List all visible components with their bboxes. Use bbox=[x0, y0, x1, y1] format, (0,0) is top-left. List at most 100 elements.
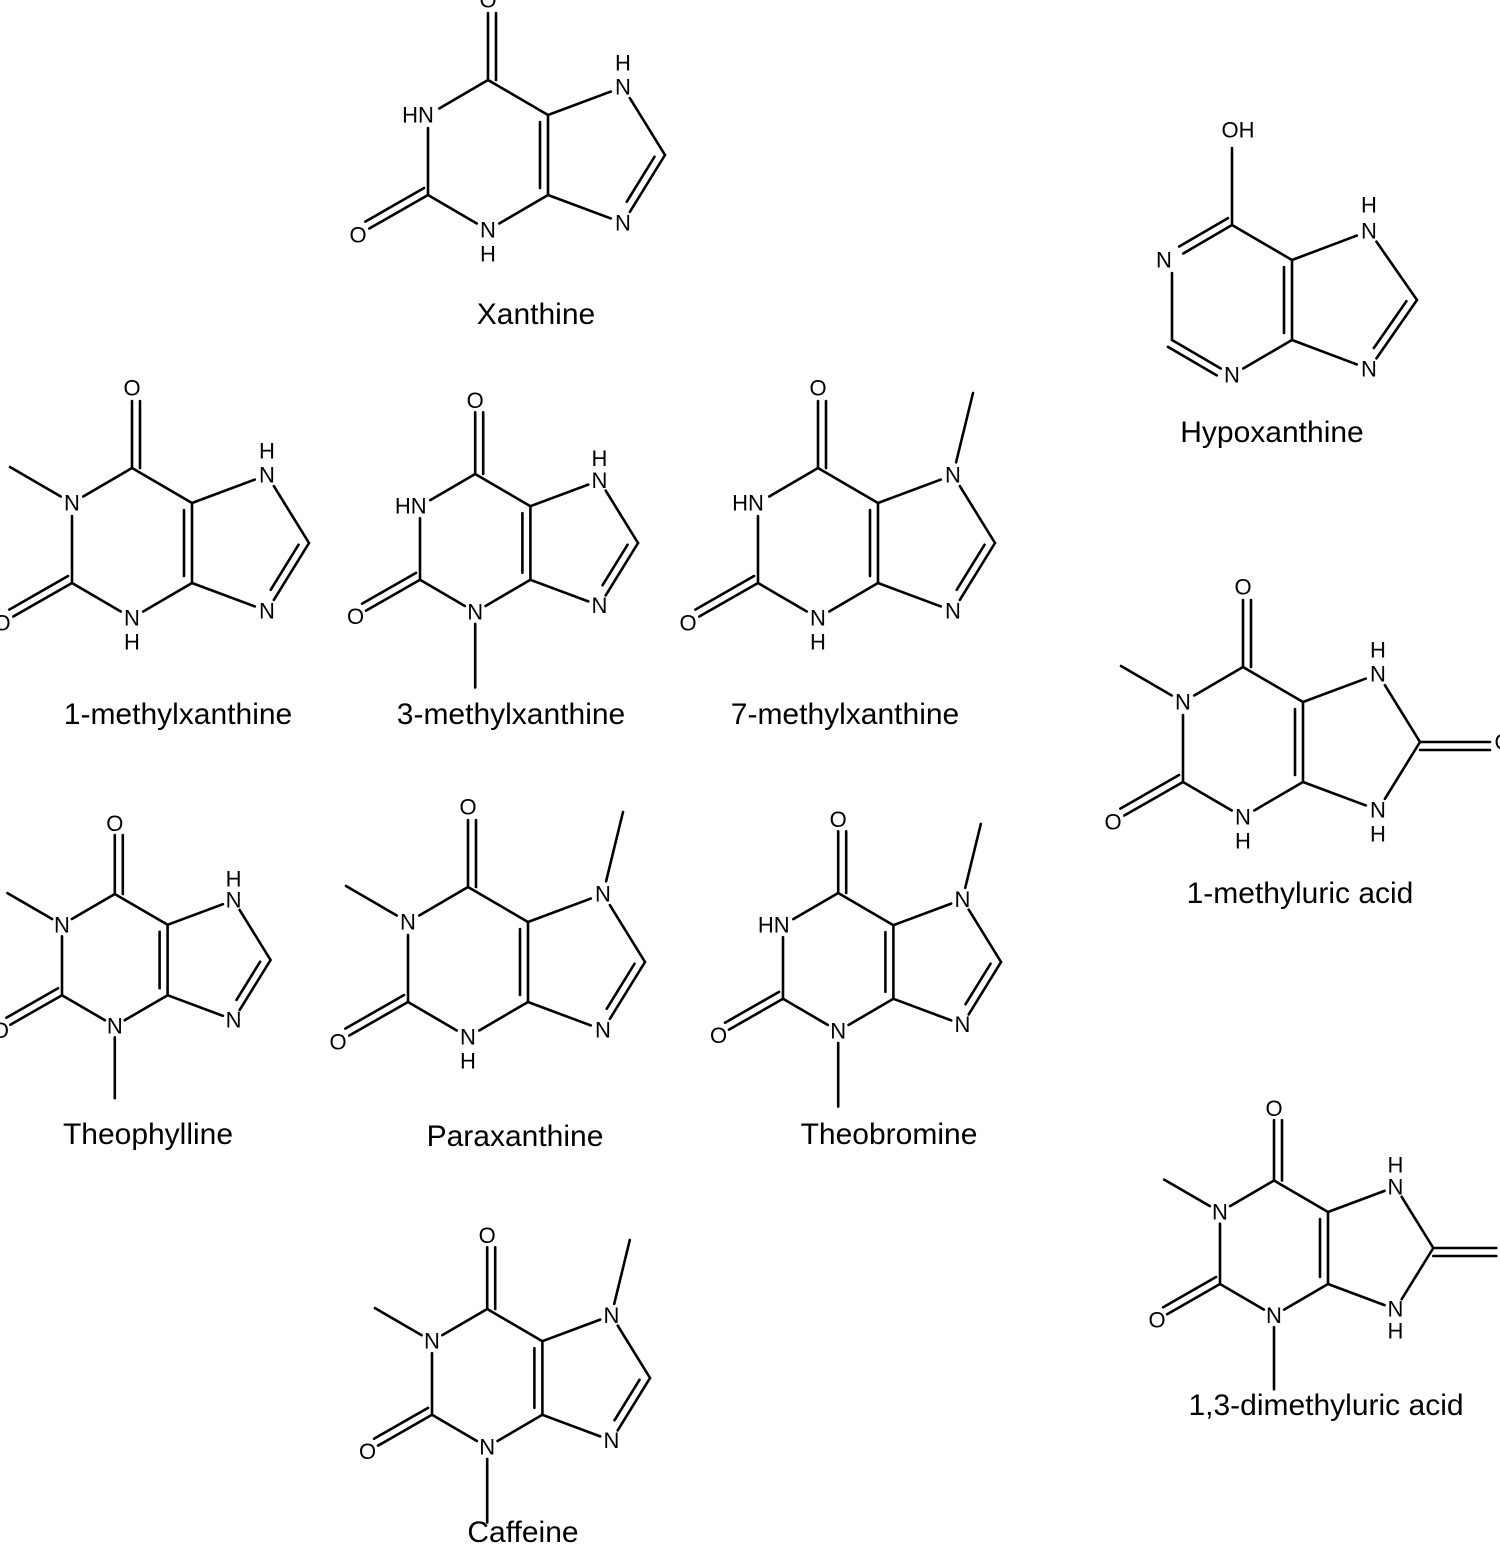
bond-c5-n7 bbox=[876, 478, 943, 505]
bond-c8-n9 bbox=[1400, 1246, 1435, 1301]
bond-n7-c8 bbox=[604, 489, 640, 545]
o2-label: O bbox=[679, 611, 696, 636]
n1-label: HN bbox=[395, 494, 427, 519]
bond-c2-n3 bbox=[430, 1413, 479, 1443]
bond-n3-c4 bbox=[496, 1413, 544, 1443]
bond-c2-n3 bbox=[756, 581, 809, 613]
n3-label: N bbox=[460, 1025, 476, 1050]
o6-label: O bbox=[1265, 1096, 1282, 1121]
bond-n3-c4 bbox=[123, 993, 169, 1022]
n1-label: N bbox=[1212, 1200, 1228, 1225]
o6-label: O bbox=[830, 807, 847, 832]
bond-c5-c6 bbox=[836, 891, 895, 927]
bond-c8-n9 bbox=[958, 541, 997, 602]
bond-c2-o2-second bbox=[723, 990, 781, 1025]
bond-c5-n7 bbox=[892, 902, 953, 927]
bond-c2-o2-second bbox=[344, 993, 406, 1030]
n7-label: N bbox=[226, 888, 242, 913]
bond-c5-n7 bbox=[166, 902, 225, 927]
n7-label: N bbox=[954, 887, 970, 912]
bond-c2-o2 bbox=[1165, 1282, 1222, 1316]
n7-h-label: H bbox=[1370, 638, 1386, 663]
bond-n9-c4 bbox=[1301, 780, 1368, 807]
bond-c2-n3 bbox=[1218, 1282, 1266, 1311]
n7-h-label: H bbox=[1388, 1153, 1404, 1178]
bond-c2-o2 bbox=[727, 997, 785, 1031]
bond-n1-methyl bbox=[6, 891, 54, 921]
bond-c5-n7 bbox=[190, 478, 257, 505]
label-hypoxanthine: Hypoxanthine bbox=[1180, 416, 1363, 449]
bond-c6-n1 bbox=[792, 891, 840, 921]
bond-c2-o2-second bbox=[360, 571, 418, 606]
o6-label: O bbox=[459, 795, 476, 820]
bond-c5-c6 bbox=[485, 1307, 544, 1343]
n3-h-label: H bbox=[1235, 829, 1251, 854]
n3-label: N bbox=[124, 606, 140, 631]
bond-c8-n9 bbox=[967, 960, 1003, 1016]
o6-label: O bbox=[809, 376, 826, 401]
n7-label: N bbox=[615, 75, 631, 100]
bond-n9-c4 bbox=[1326, 1282, 1386, 1307]
bond-c2-n3 bbox=[406, 1000, 459, 1032]
bond-c6-n1 bbox=[429, 472, 477, 502]
bond-c6-n1 bbox=[1228, 1179, 1276, 1208]
n7-h-label: H bbox=[259, 439, 275, 464]
bond-n7-c8 bbox=[967, 908, 1003, 964]
label-theophylline: Theophylline bbox=[63, 1118, 233, 1151]
bond-n3-c4 bbox=[847, 997, 895, 1027]
bond-c5-n7 bbox=[1290, 234, 1359, 262]
bond-c2-n3 bbox=[70, 581, 123, 613]
bond-c5-c6 bbox=[473, 472, 532, 508]
bond-c2-n3 bbox=[426, 193, 479, 225]
bond-c8-n9-second bbox=[605, 962, 636, 1011]
bond-c5-n7 bbox=[526, 897, 593, 924]
bond-n7-methyl bbox=[963, 822, 983, 890]
bond-n9-c4 bbox=[892, 997, 953, 1022]
n3-h-label: H bbox=[460, 1049, 476, 1074]
bond-c5-c6 bbox=[486, 78, 550, 117]
n7-label: N bbox=[1361, 219, 1377, 244]
o2-label: O bbox=[329, 1030, 346, 1055]
molecule-1-3-dimethyluric-acid: OOONNNHNH bbox=[1148, 1096, 1500, 1391]
bond-c8-n9 bbox=[628, 153, 667, 214]
o2-label: O bbox=[1104, 810, 1121, 835]
bond-n3-c4 bbox=[827, 581, 880, 613]
bond-c5-c6 bbox=[466, 885, 530, 924]
o2-label: O bbox=[0, 1018, 9, 1043]
o6-label: O bbox=[123, 376, 140, 401]
n3-label: N bbox=[1235, 805, 1251, 830]
bond-c5-c6 bbox=[1272, 1179, 1330, 1214]
bond-c2-o2-second bbox=[8, 574, 70, 611]
bond-c6-n1-second bbox=[1177, 216, 1230, 248]
label-theobromine: Theobromine bbox=[801, 1118, 978, 1151]
label-1-methylxanthine: 1-methylxanthine bbox=[64, 698, 292, 731]
n9-label: N bbox=[1361, 357, 1377, 382]
n7-h-label: H bbox=[615, 51, 631, 76]
bond-c5-c6 bbox=[130, 466, 194, 505]
bond-c2-o2 bbox=[11, 581, 74, 618]
bond-c2-o2-second bbox=[372, 1406, 430, 1441]
bond-n3-c4 bbox=[1252, 780, 1305, 812]
bond-c5-c6 bbox=[816, 466, 880, 505]
bond-n7-c8 bbox=[1400, 1195, 1435, 1250]
bond-c2-n3 bbox=[418, 578, 467, 608]
bond-c5-n7 bbox=[1326, 1189, 1386, 1214]
bond-c8-n9 bbox=[238, 958, 272, 1012]
bond-c5-n7 bbox=[541, 1318, 602, 1343]
bond-n7-c8 bbox=[608, 903, 647, 964]
n9-label: N bbox=[945, 599, 961, 624]
n1-label: N bbox=[424, 1329, 440, 1354]
n7-h-label: H bbox=[1361, 193, 1377, 218]
bond-c6-n1 bbox=[437, 78, 490, 110]
n7-label: N bbox=[259, 463, 275, 488]
n7-label: N bbox=[603, 1303, 619, 1328]
bond-c8-n9 bbox=[616, 1376, 652, 1432]
o2-label: O bbox=[359, 1439, 376, 1464]
o6-label: O bbox=[479, 0, 496, 13]
bond-c2-n3 bbox=[60, 993, 107, 1022]
bond-n9-c4 bbox=[546, 193, 613, 220]
n9-label: N bbox=[1388, 1297, 1404, 1322]
